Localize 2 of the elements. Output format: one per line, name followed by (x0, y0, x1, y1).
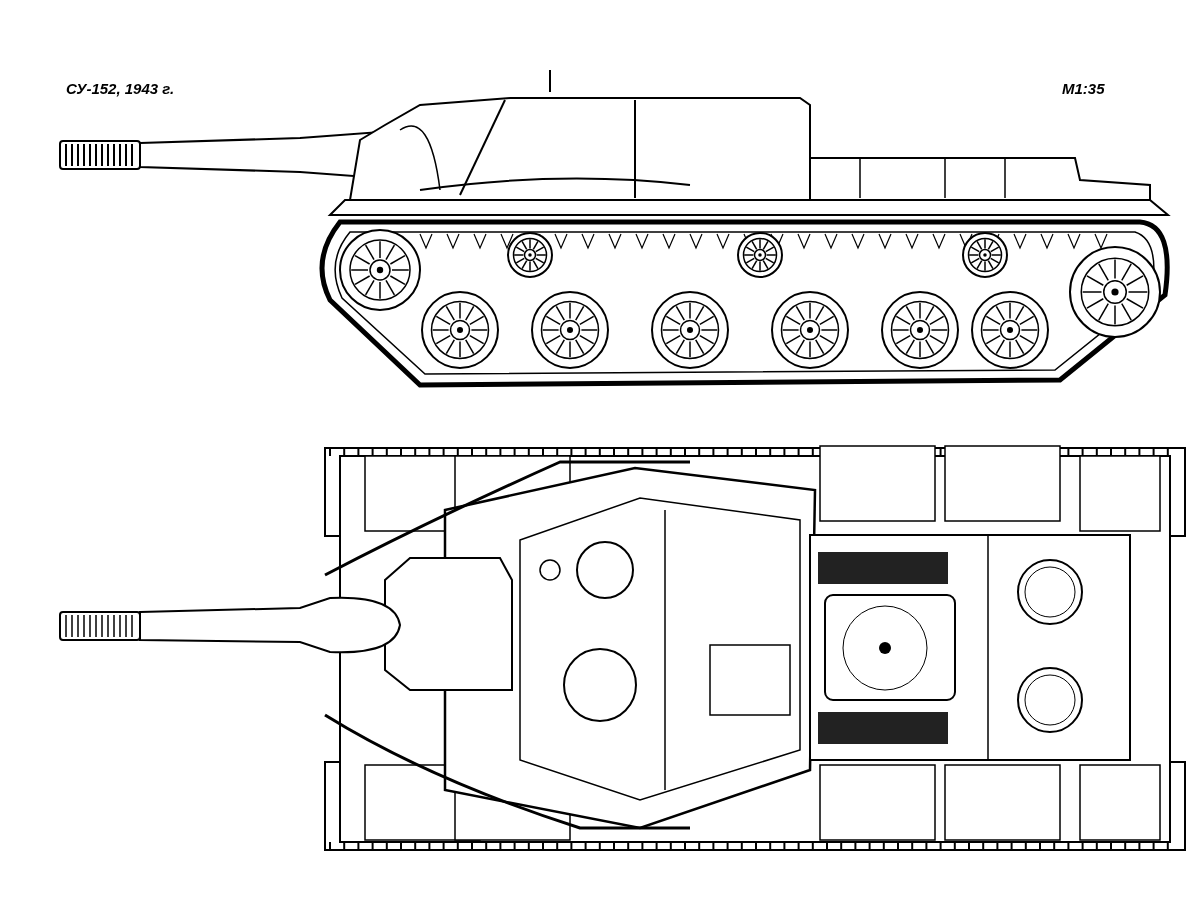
scale-label: М1:35 (1062, 79, 1105, 99)
drawing-title: СУ-152, 1943 г. (66, 79, 175, 99)
